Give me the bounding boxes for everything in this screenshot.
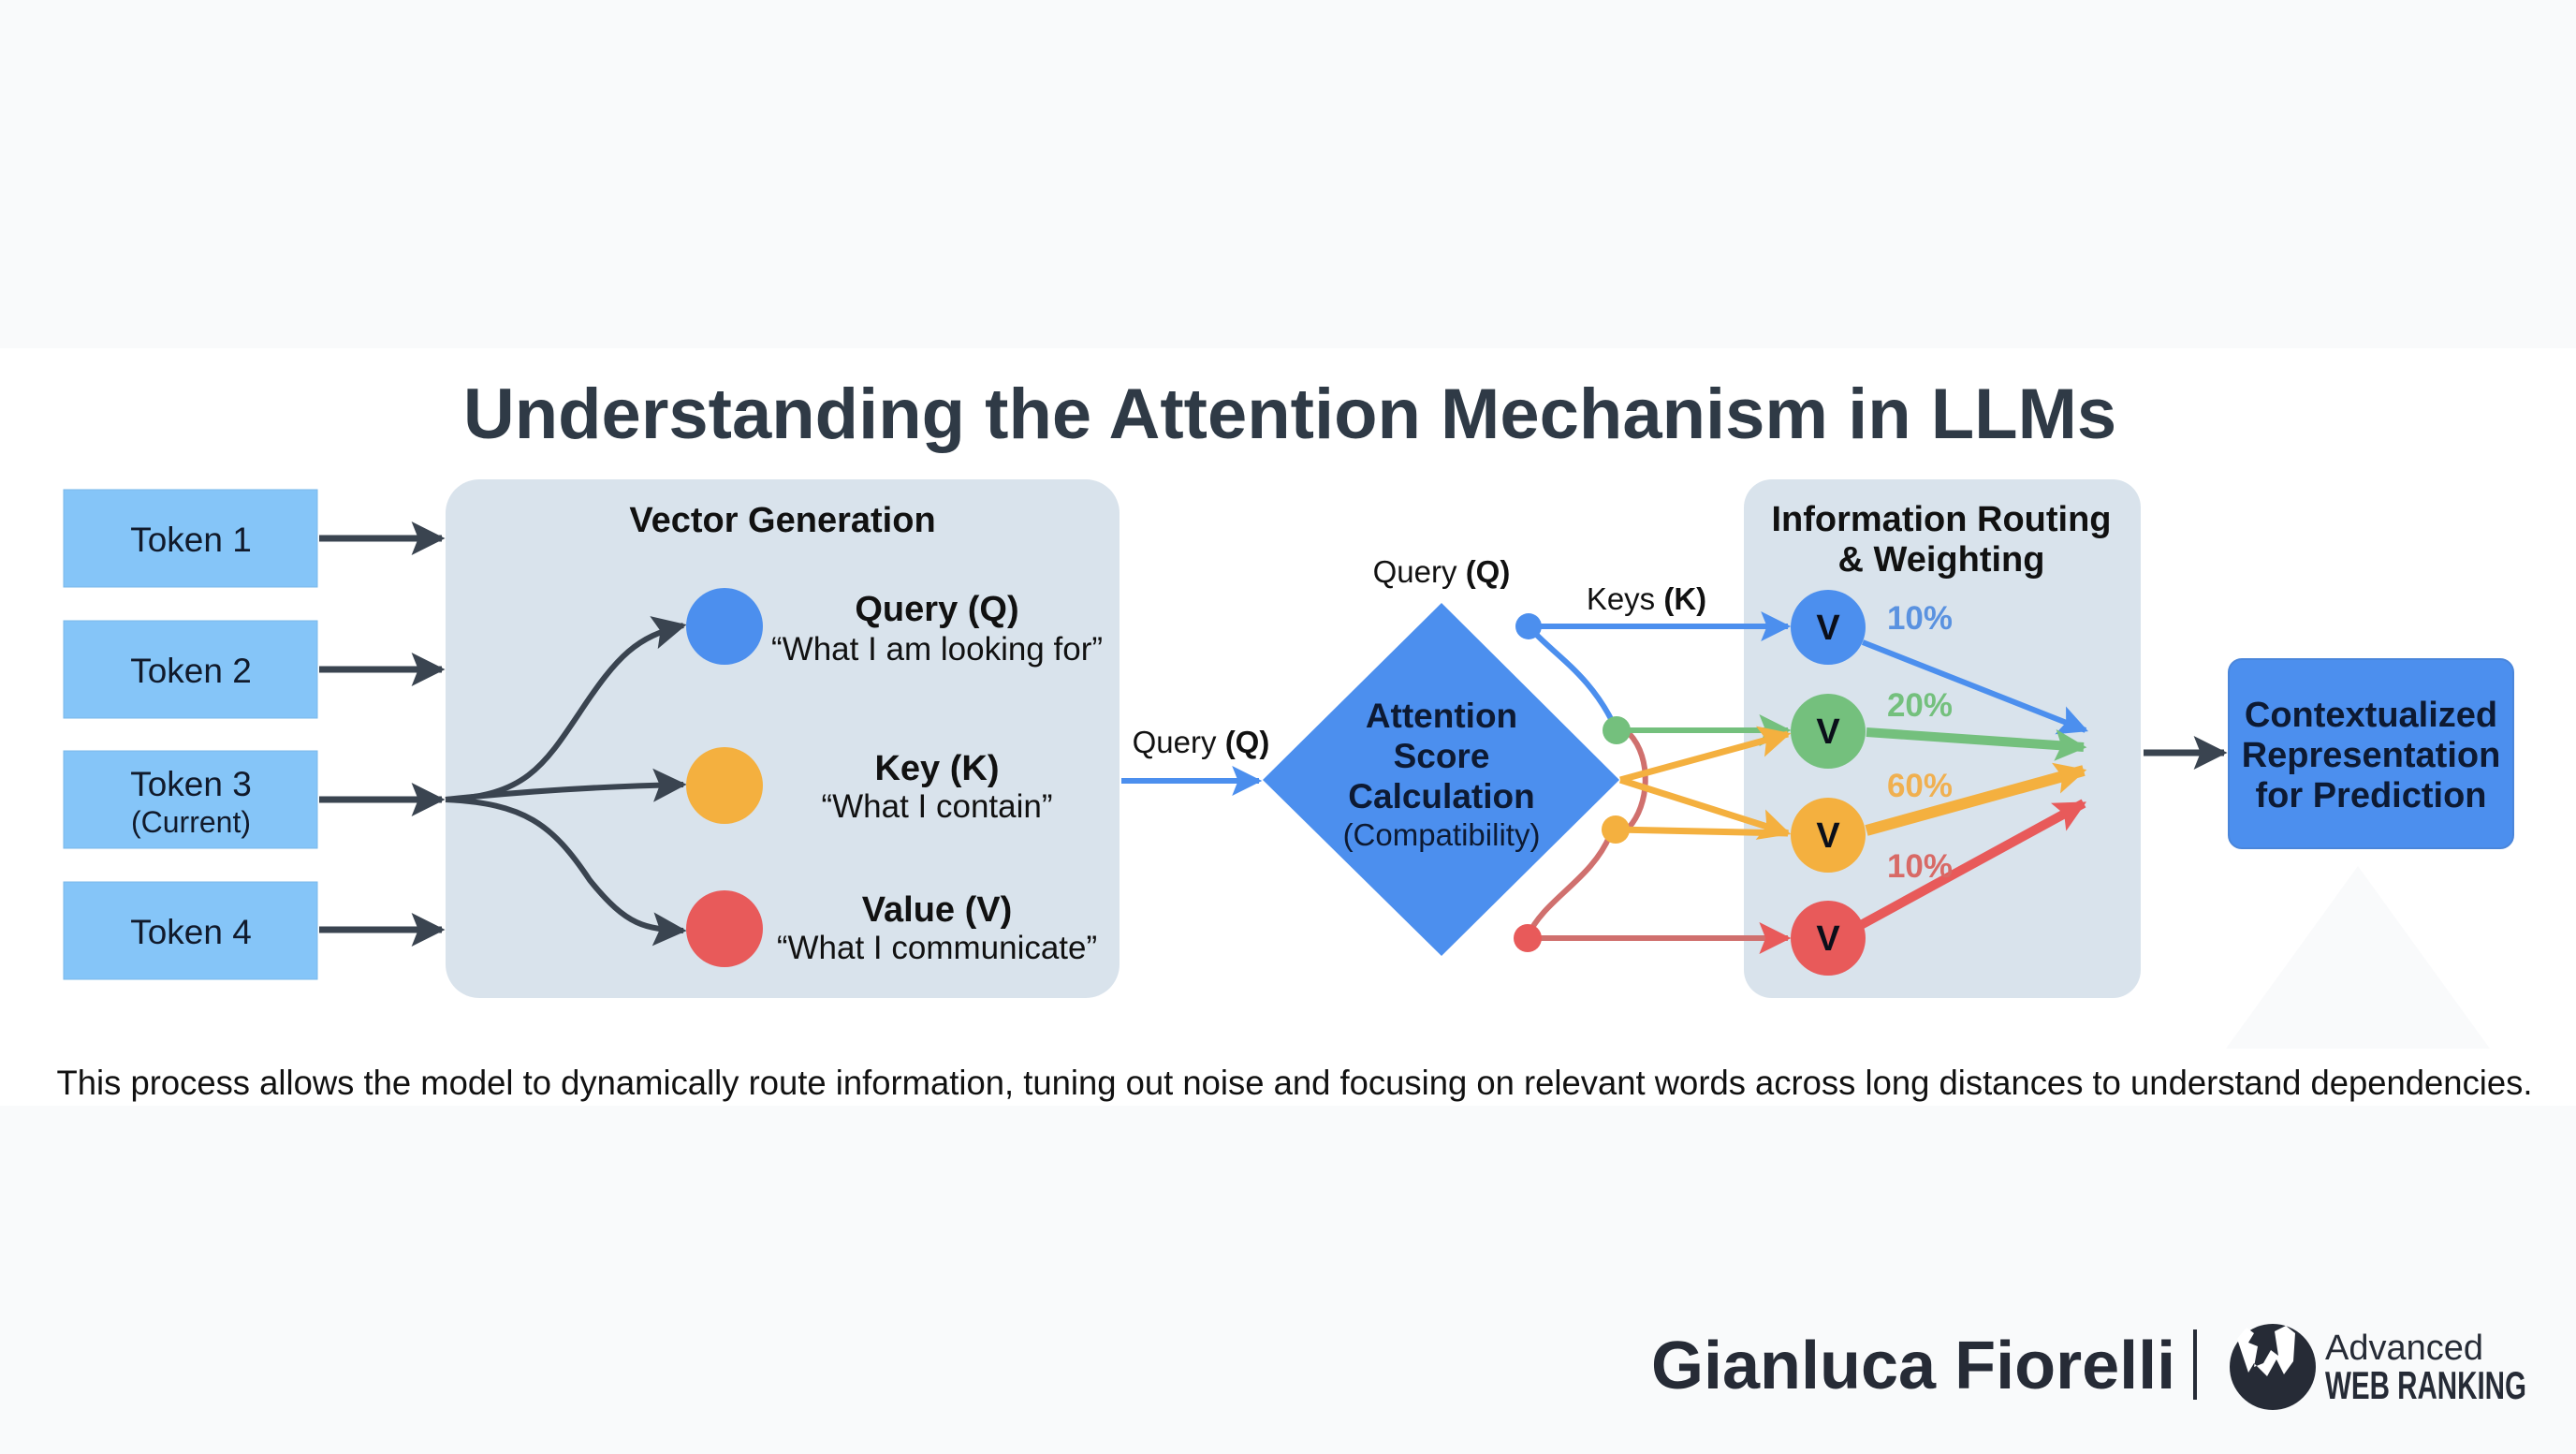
value-desc: “What I communicate” [777, 930, 1097, 966]
label-bold: (Q) [1466, 554, 1511, 589]
weight-label-red: 10% [1887, 848, 1953, 885]
token-label: Token 3 [130, 765, 252, 803]
advanced-web-ranking-logo: Advanced WEB RANKING [2230, 1324, 2526, 1410]
keys-label: Keys (K) [1587, 581, 1706, 616]
weight-label-green: 20% [1887, 687, 1953, 724]
diamond-line: Attention [1366, 697, 1517, 735]
token-label: Token 4 [130, 913, 252, 951]
branch-arrow-value [445, 797, 687, 947]
vector-generation-panel: Vector Generation Query (Q) “What I am l… [445, 479, 1120, 998]
diamond-line: Calculation [1348, 777, 1534, 815]
key-desc: “What I contain” [821, 788, 1052, 825]
label-text: Keys [1587, 581, 1664, 616]
token-label: Token 2 [130, 652, 252, 690]
routing-title: Information Routing [1771, 500, 2111, 539]
label-bold: (K) [1663, 581, 1706, 616]
value-node: V [1791, 590, 1866, 665]
value-node: V [1791, 798, 1866, 873]
weight-arrow-blue [1861, 639, 2088, 735]
query-arrow-label: Query (Q) [1133, 725, 1270, 759]
value-node-letter: V [1816, 816, 1840, 856]
label-bold: (Q) [1225, 725, 1270, 759]
diamond-line: Score [1394, 737, 1490, 775]
page-title: Understanding the Attention Mechanism in… [463, 375, 2116, 454]
weight-arrow-green [1866, 727, 2087, 761]
weight-arrow-red [1858, 799, 2086, 930]
value-label: Value (V) [862, 890, 1013, 930]
branch-arrow-key [445, 768, 687, 802]
value-node: V [1791, 901, 1866, 976]
query-desc: “What I am looking for” [771, 631, 1103, 668]
value-node-letter: V [1816, 919, 1840, 959]
key-connector-red-lower [1525, 832, 1613, 939]
token-box-current: Token 3 (Current) [63, 750, 318, 849]
key-dot-red [1514, 924, 1542, 952]
contextualized-output-box: Contextualized Representation for Predic… [2228, 658, 2514, 849]
weight-label-yellow: 60% [1887, 768, 1953, 804]
label-text: Query [1133, 725, 1225, 759]
key-dot-green [1603, 716, 1631, 744]
score-arrow-yellow-down [1618, 776, 1792, 840]
score-arrow-yellow-up [1619, 726, 1792, 784]
content-band [0, 348, 2576, 1106]
output-line: for Prediction [2255, 776, 2486, 815]
token-label: Token 1 [130, 521, 252, 559]
diamond-sub: (Compatibility) [1343, 817, 1541, 852]
key-label: Key (K) [874, 749, 999, 788]
key-connector-red-upper [1626, 731, 1648, 830]
weight-label-blue: 10% [1887, 600, 1953, 637]
query-label: Query (Q) [855, 590, 1018, 629]
logo-text-top: Advanced [2325, 1329, 2483, 1368]
output-line: Representation [2242, 736, 2501, 775]
value-node: V [1791, 694, 1866, 769]
token-list: Token 1 Token 2 Token 3 (Current) Token … [63, 489, 318, 980]
value-node-letter: V [1816, 712, 1840, 752]
caption: This process allows the model to dynamic… [57, 1064, 2533, 1102]
key-connector-blue [1526, 624, 1619, 733]
label-text: Query [1373, 554, 1466, 589]
value-node-letter: V [1816, 609, 1840, 648]
token-sublabel: (Current) [131, 805, 251, 839]
weight-arrow-yellow [1865, 762, 2087, 836]
panel-title: Vector Generation [629, 501, 935, 540]
query-circle-icon [686, 588, 763, 665]
logo-text-bottom: WEB RANKING [2325, 1363, 2526, 1407]
output-line: Contextualized [2245, 696, 2497, 735]
attention-score-diamond: Attention Score Calculation (Compatibili… [1263, 603, 1619, 956]
token-box: Token 1 [63, 489, 318, 588]
token-box: Token 4 [63, 881, 318, 980]
globe-icon [2230, 1324, 2316, 1410]
diamond-top-label: Query (Q) [1373, 554, 1511, 589]
value-circle-icon [686, 890, 763, 967]
author-name: Gianluca Fiorelli [1651, 1329, 2175, 1403]
key-circle-icon [686, 747, 763, 824]
routing-title: & Weighting [1838, 540, 2045, 580]
decorative-triangle [2226, 866, 2490, 1049]
key-dot-blue [1515, 613, 1542, 639]
branch-arrow-query [445, 616, 687, 802]
key-arrow-yellow [1615, 826, 1789, 837]
key-dot-yellow [1602, 815, 1630, 844]
token-box: Token 2 [63, 620, 318, 719]
